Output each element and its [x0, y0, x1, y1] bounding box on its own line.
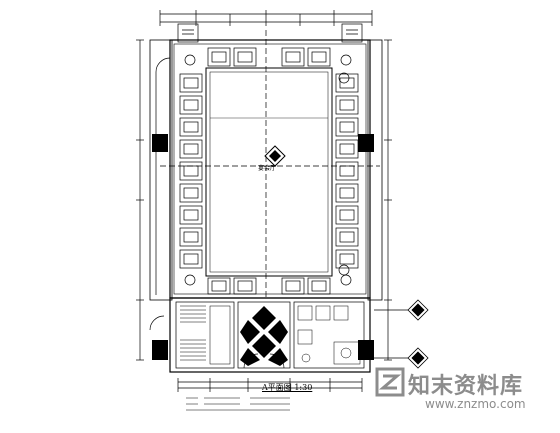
left-seating-column: [179, 73, 203, 269]
bottom-booth-row: [207, 277, 331, 295]
legend-block: [186, 397, 290, 411]
top-left-entry: [177, 23, 199, 43]
drawing-title: A平面图 1:30: [262, 383, 313, 392]
znzmo-logo: [375, 367, 405, 397]
section-marker-icon: [374, 299, 429, 369]
top-right-entry: [341, 23, 363, 43]
watermark-text: 知末资料库: [408, 374, 524, 399]
lower-service-area: [169, 297, 371, 373]
structural-columns: [152, 134, 374, 360]
diamond-marker-icon: [264, 145, 286, 167]
right-seating-column: [335, 73, 359, 269]
room-label: 宴会厅: [258, 165, 277, 172]
top-booth-row: [207, 47, 331, 67]
lower-left-room: [175, 301, 235, 369]
round-stools: [184, 54, 352, 286]
staircase: [180, 305, 231, 365]
restroom-block: [293, 301, 365, 369]
restroom-fixtures: [297, 305, 361, 365]
door-swing-upper-left: [155, 57, 171, 73]
entry-foyer: [237, 301, 291, 369]
left-corridor-wall: [149, 39, 173, 301]
checkerboard-floor: [240, 306, 288, 366]
right-corridor-wall: [367, 39, 383, 301]
dance-floor-border: [205, 67, 333, 277]
watermark-url: www.znzmo.com: [425, 397, 526, 411]
